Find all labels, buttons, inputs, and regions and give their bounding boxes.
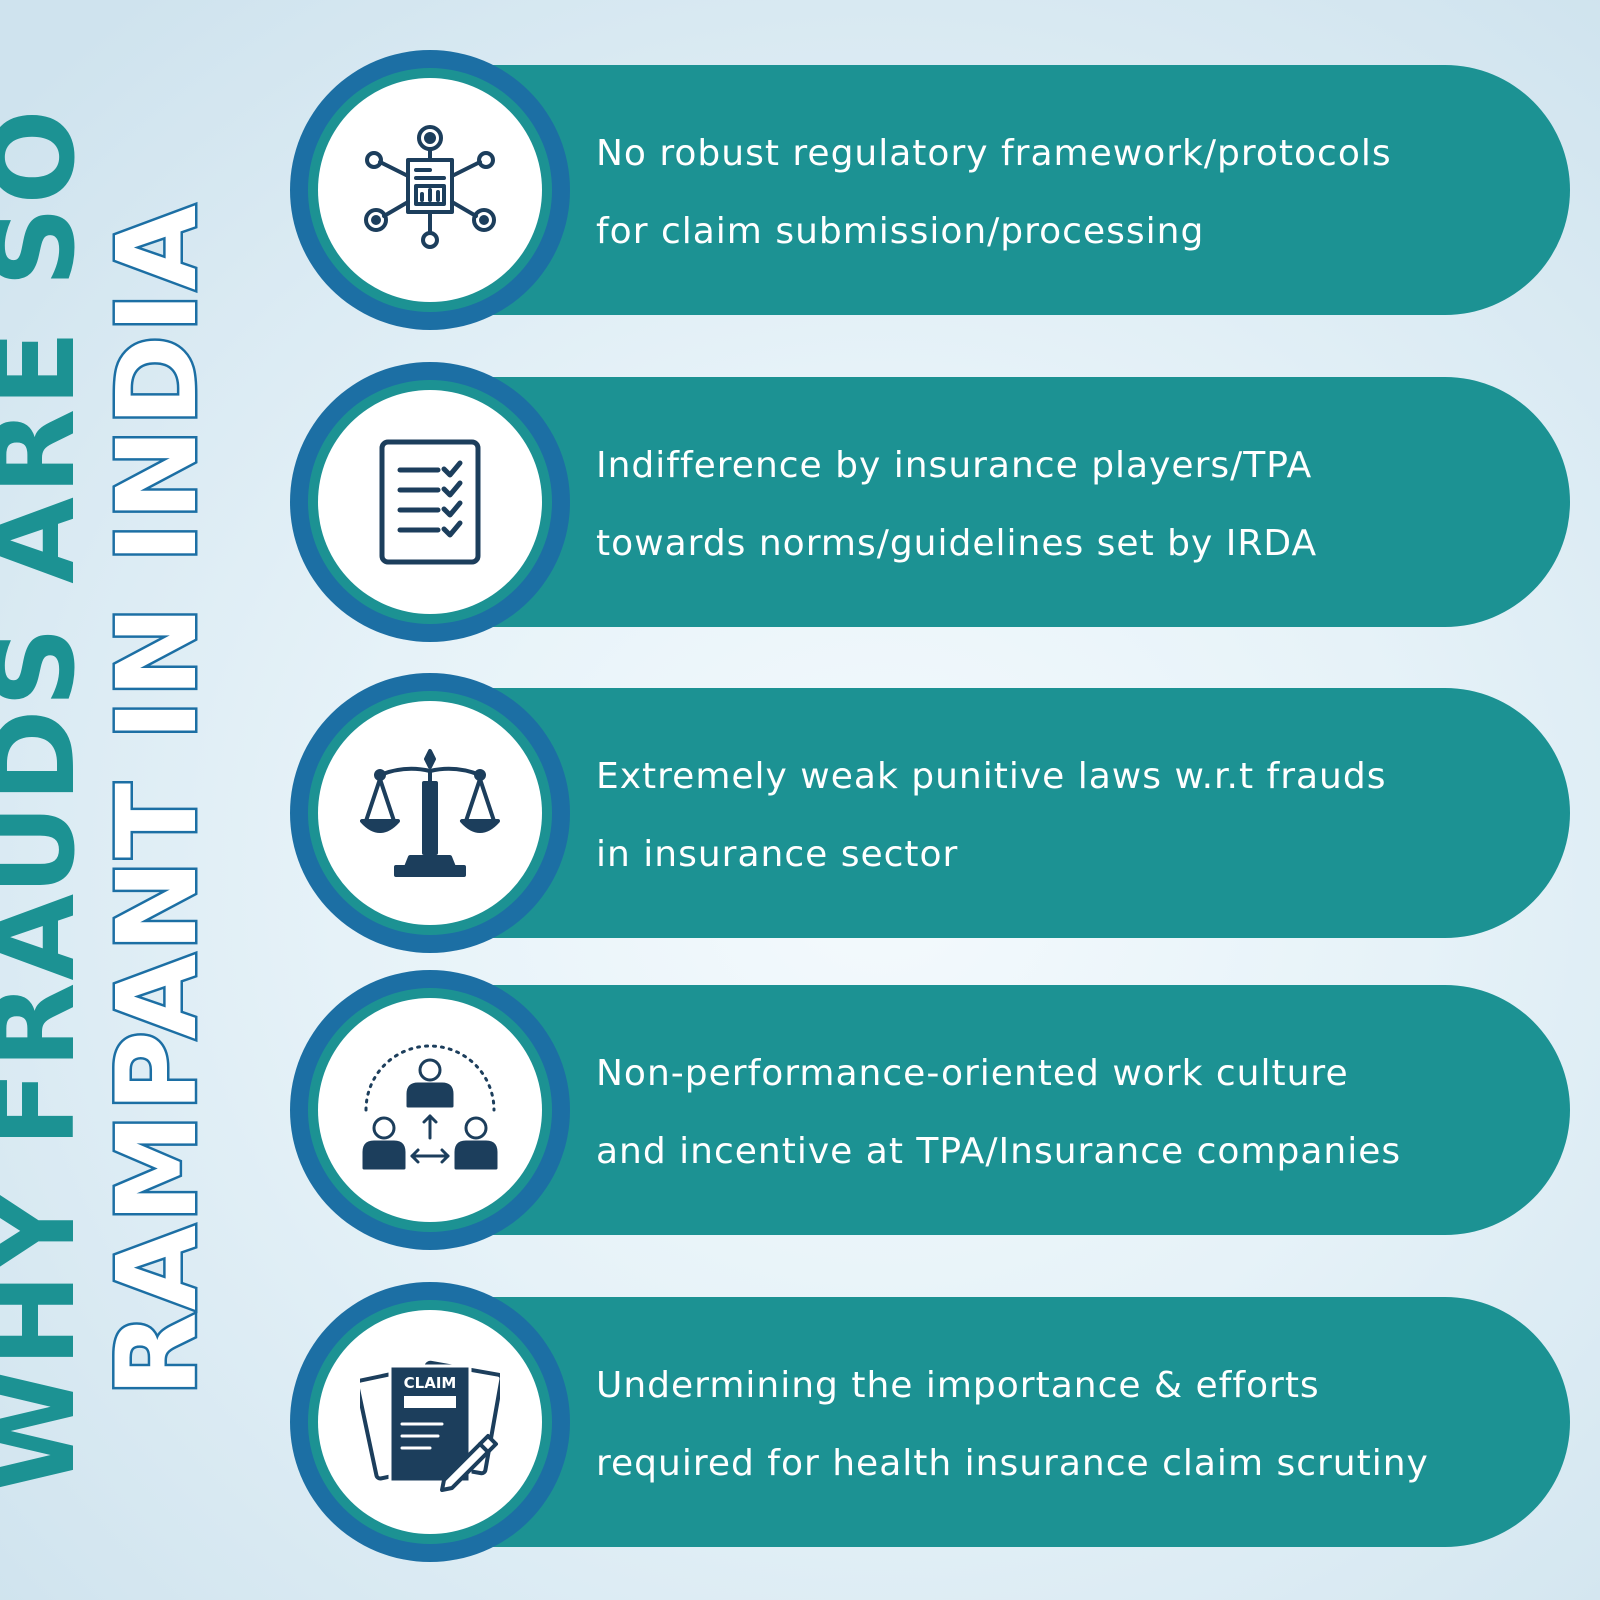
reason-text: Undermining the importance & efforts req…: [596, 1347, 1571, 1503]
claim-document-icon: CLAIM: [360, 1352, 500, 1492]
team-hierarchy-icon: [360, 1040, 500, 1180]
reason-text-line-2: and incentive at TPA/Insurance companies: [596, 1131, 1402, 1172]
icon-ring: [290, 362, 570, 642]
reason-text-line-2: required for health insurance claim scru…: [596, 1443, 1429, 1484]
justice-scale-icon: [360, 743, 500, 883]
vertical-title: WHY FRAUDS ARE SO RAMPANT IN INDIA: [0, 0, 300, 1600]
reason-text-line-2: in insurance sector: [596, 834, 959, 875]
reason-bar: [400, 1297, 1570, 1547]
reason-text-line-1: Indifference by insurance players/TPA: [596, 445, 1313, 486]
reason-item-4: Non-performance-oriented work culture an…: [290, 970, 1580, 1250]
reason-text-line-1: Non-performance-oriented work culture: [596, 1053, 1349, 1094]
network-report-icon: [360, 120, 500, 260]
reason-bar: [400, 65, 1570, 315]
reason-text: Non-performance-oriented work culture an…: [596, 1035, 1571, 1191]
checklist-icon: [360, 432, 500, 572]
claim-icon-label: CLAIM: [404, 1374, 457, 1392]
reason-text-line-1: Extremely weak punitive laws w.r.t fraud…: [596, 756, 1387, 797]
reason-bar: [400, 377, 1570, 627]
reason-text: No robust regulatory framework/protocols…: [596, 115, 1571, 271]
reason-text-line-1: No robust regulatory framework/protocols: [596, 133, 1392, 174]
title-line-1: WHY FRAUDS ARE SO: [0, 107, 100, 1493]
reason-bar: [400, 985, 1570, 1235]
reason-text: Indifference by insurance players/TPA to…: [596, 427, 1571, 583]
icon-ring: [290, 970, 570, 1250]
reason-bar: [400, 688, 1570, 938]
reason-item-1: No robust regulatory framework/protocols…: [290, 50, 1580, 330]
reason-item-5: CLAIM Undermining the importance & effor…: [290, 1282, 1580, 1562]
reason-text: Extremely weak punitive laws w.r.t fraud…: [596, 738, 1571, 894]
reason-text-line-1: Undermining the importance & efforts: [596, 1365, 1320, 1406]
reason-item-2: Indifference by insurance players/TPA to…: [290, 362, 1580, 642]
reason-item-3: Extremely weak punitive laws w.r.t fraud…: [290, 673, 1580, 953]
reason-text-line-2: for claim submission/processing: [596, 211, 1205, 252]
title-line-2: RAMPANT IN INDIA: [91, 201, 224, 1400]
reason-text-line-2: towards norms/guidelines set by IRDA: [596, 523, 1318, 564]
